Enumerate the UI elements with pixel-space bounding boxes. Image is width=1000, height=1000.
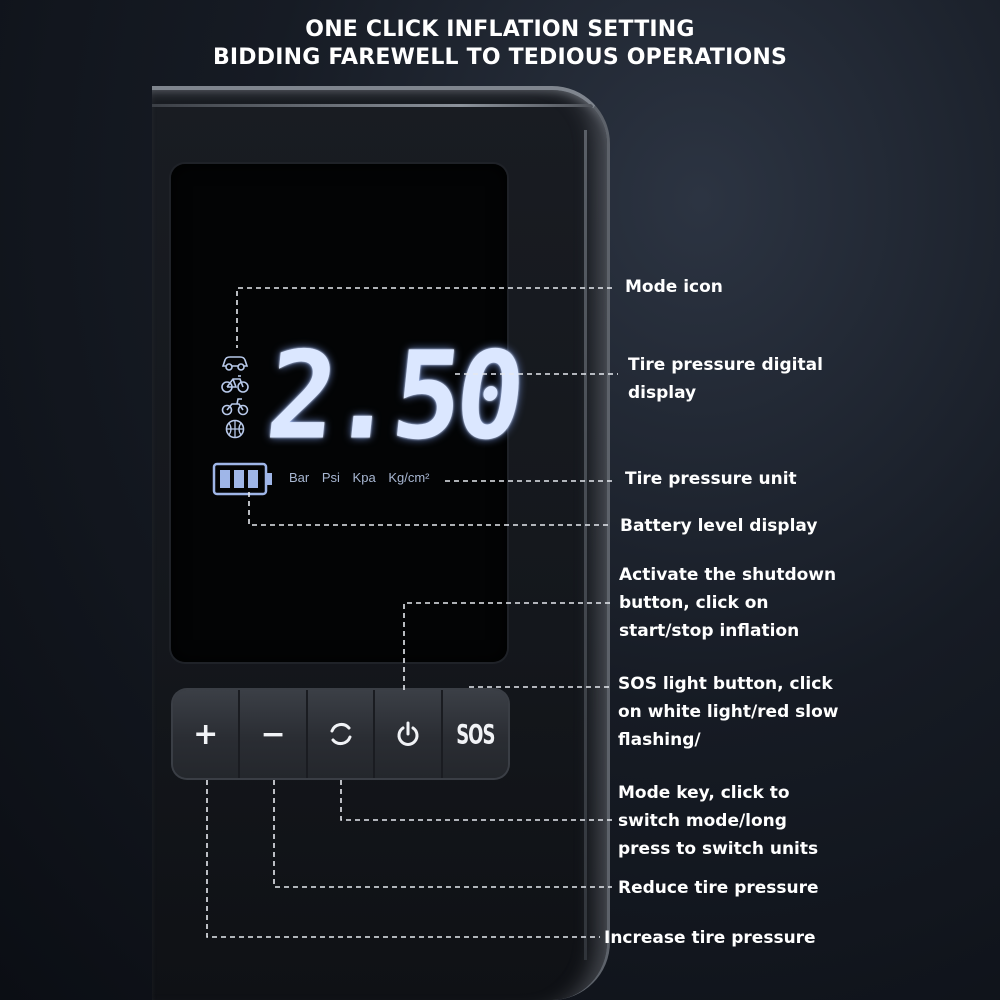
mode-button[interactable] — [307, 690, 376, 778]
control-buttons: + − SOS — [173, 690, 509, 778]
body-side-rim — [584, 130, 587, 960]
cycle-icon — [330, 723, 352, 745]
battery-bar — [234, 470, 244, 488]
leader-mode-key — [340, 780, 612, 821]
body-rim — [152, 104, 593, 107]
battery-bar — [220, 470, 230, 488]
leader-power — [403, 602, 612, 690]
headline-line-1: ONE CLICK INFLATION SETTING — [305, 17, 695, 42]
unit-bar: Bar — [289, 470, 310, 485]
callout-power-button: Activate the shutdown button, click on s… — [619, 565, 837, 641]
power-button[interactable] — [375, 690, 443, 778]
pressure-units: Bar Psi Kpa Kg/cm² — [289, 470, 438, 485]
bicycle-icon — [221, 375, 249, 393]
sos-button[interactable]: SOS — [442, 690, 509, 778]
callout-mode-icon: Mode icon — [625, 277, 723, 297]
increase-button[interactable]: + — [173, 690, 241, 778]
mode-icons — [220, 352, 254, 442]
callout-mode-key: Mode key, click to switch mode/long pres… — [618, 783, 819, 859]
headline-line-2: BIDDING FAREWELL TO TEDIOUS OPERATIONS — [212, 45, 788, 70]
callout-unit: Tire pressure unit — [625, 469, 797, 489]
decrease-button[interactable]: − — [240, 690, 308, 778]
callout-sos-button: SOS light button, click on white light/r… — [618, 674, 839, 750]
plus-label: + — [193, 716, 219, 752]
lcd-screen — [171, 164, 507, 662]
leader-battery — [248, 492, 612, 526]
ball-icon — [225, 419, 245, 439]
car-icon — [221, 356, 249, 371]
battery-icon — [212, 462, 272, 496]
callout-reduce: Reduce tire pressure — [618, 878, 819, 898]
unit-psi: Psi — [321, 470, 340, 485]
motorcycle-icon — [221, 398, 249, 416]
unit-kpa: Kpa — [352, 470, 376, 485]
unit-kgcm2: Kg/cm² — [388, 470, 430, 485]
minus-label: − — [260, 716, 286, 752]
battery-bar — [248, 470, 258, 488]
callout-digital-display: Tire pressure digital display — [628, 355, 823, 403]
leader-mode-icon — [236, 287, 612, 348]
callout-battery: Battery level display — [620, 516, 818, 536]
callout-increase: Increase tire pressure — [604, 928, 816, 948]
power-icon — [397, 721, 419, 746]
sos-label: SOS — [456, 717, 495, 751]
leader-reduce — [273, 780, 612, 888]
leader-increase — [206, 780, 600, 938]
